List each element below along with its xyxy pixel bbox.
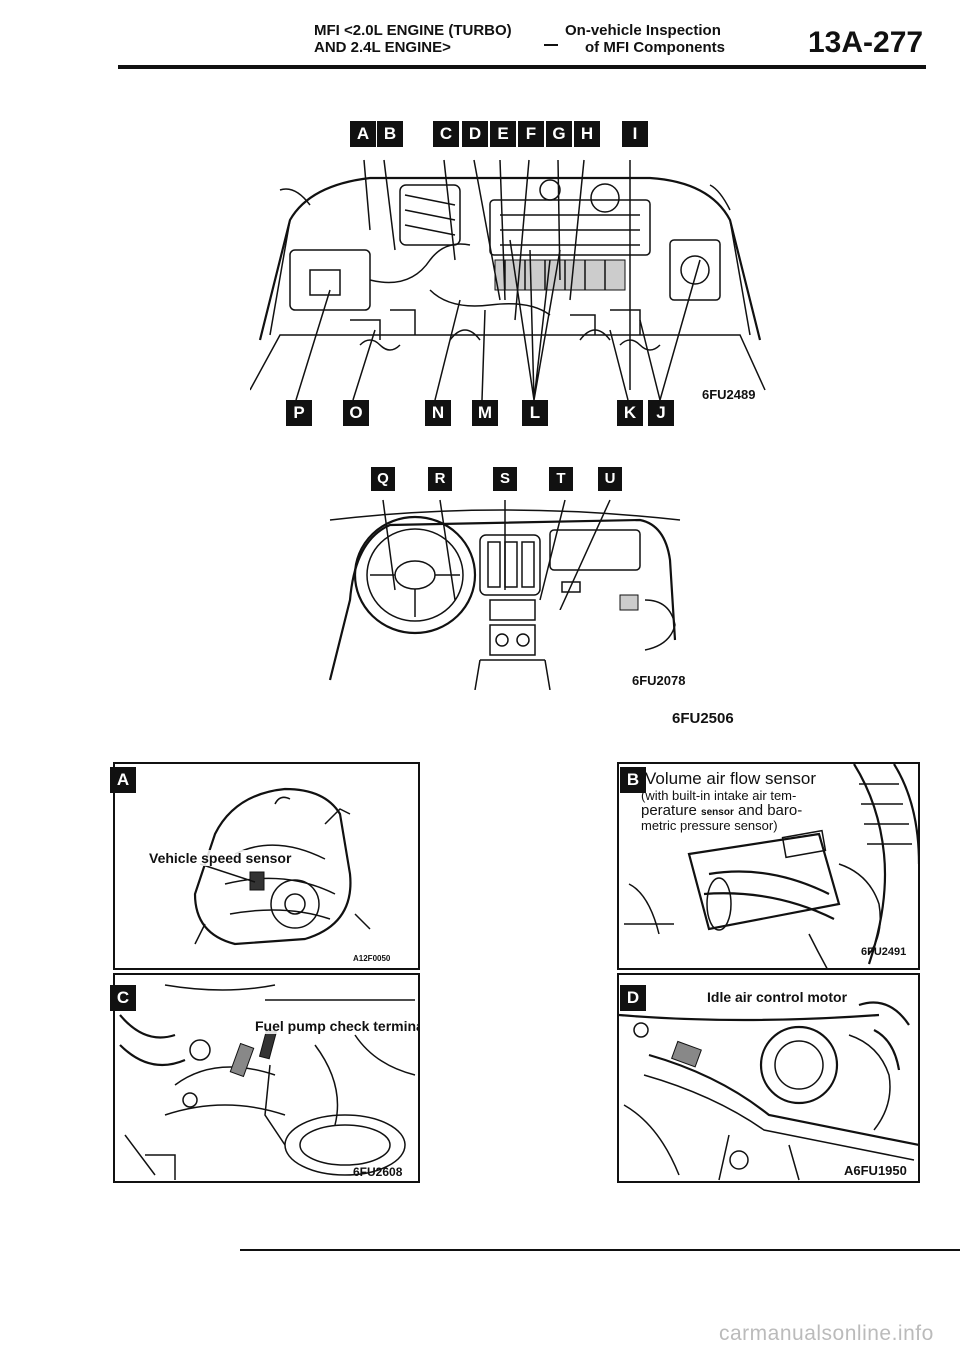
section-title-line1: MFI <2.0L ENGINE (TURBO) bbox=[314, 22, 512, 39]
engine-label-g: G bbox=[546, 121, 572, 147]
engine-figure-code: 6FU2489 bbox=[702, 387, 756, 402]
watermark-text: carmanualsonline.info bbox=[719, 1322, 934, 1345]
panel-d-badge: D bbox=[620, 985, 646, 1011]
group-figure-code: 6FU2506 bbox=[672, 710, 734, 727]
cabin-label-s: S bbox=[493, 467, 517, 491]
speed-sensor-leader bbox=[199, 863, 256, 883]
transaxle-drawing bbox=[193, 787, 371, 946]
panel-c-badge: C bbox=[110, 985, 136, 1011]
header-rule bbox=[118, 65, 926, 69]
fuel-pump-terminal-drawing bbox=[119, 984, 416, 1180]
engine-label-p: P bbox=[286, 400, 312, 426]
fuel-pump-check-terminal-label: Fuel pump check terminal bbox=[255, 1018, 418, 1034]
volume-air-flow-sensor-title: Volume air flow sensor bbox=[645, 769, 817, 788]
cabin-label-q: Q bbox=[371, 467, 395, 491]
airflow-note-baro: and baro- bbox=[738, 802, 803, 819]
engine-label-m: M bbox=[472, 400, 498, 426]
panel-d: Idle air control motor A6FU1950 bbox=[617, 973, 920, 1183]
panel-b-figure-code: 6FU2491 bbox=[861, 946, 907, 958]
panel-a-badge: A bbox=[110, 767, 136, 793]
engine-label-n: N bbox=[425, 400, 451, 426]
engine-label-i: I bbox=[622, 121, 648, 147]
engine-label-j: J bbox=[648, 400, 674, 426]
cabin-label-t: T bbox=[549, 467, 573, 491]
section-title-line2: AND 2.4L ENGINE> bbox=[314, 39, 451, 56]
engine-label-l: L bbox=[522, 400, 548, 426]
panel-a-figure-code: A12F0050 bbox=[353, 954, 391, 963]
panel-d-figure-code: A6FU1950 bbox=[844, 1163, 907, 1178]
engine-label-e: E bbox=[490, 121, 516, 147]
airflow-sensor-note-line3: metric pressure sensor) bbox=[641, 818, 778, 833]
topic-title-line1: On-vehicle Inspection bbox=[565, 22, 721, 39]
cabin-figure-code: 6FU2078 bbox=[632, 673, 686, 688]
page-number: 13A-277 bbox=[808, 26, 924, 59]
cabin-dashboard-drawing bbox=[328, 509, 681, 690]
airflow-note-perature: perature bbox=[641, 802, 697, 819]
vehicle-speed-sensor-label: Vehicle speed sensor bbox=[149, 850, 292, 866]
airflow-sensor-note-line1: (with built-in intake air tem- bbox=[641, 788, 797, 803]
footer-rule bbox=[240, 1249, 960, 1251]
engine-label-h: H bbox=[574, 121, 600, 147]
panel-b: Volume air flow sensor (with built-in in… bbox=[617, 762, 920, 970]
topic-title-line2: of MFI Components bbox=[585, 39, 725, 56]
airflow-note-sensor: sensor bbox=[701, 807, 734, 818]
engine-label-d: D bbox=[462, 121, 488, 147]
idle-air-control-motor-drawing bbox=[619, 1001, 918, 1181]
airflow-sensor-drawing bbox=[624, 764, 918, 968]
cabin-leader-lines bbox=[382, 499, 611, 610]
engine-label-c: C bbox=[433, 121, 459, 147]
panel-c-figure-code: 6FU2608 bbox=[353, 1165, 403, 1179]
header-dash bbox=[544, 44, 558, 46]
engine-label-f: F bbox=[518, 121, 544, 147]
idle-air-control-motor-label: Idle air control motor bbox=[707, 989, 848, 1005]
engine-label-b: B bbox=[377, 121, 403, 147]
engine-label-k: K bbox=[617, 400, 643, 426]
engine-label-o: O bbox=[343, 400, 369, 426]
cabin-label-r: R bbox=[428, 467, 452, 491]
cabin-label-u: U bbox=[598, 467, 622, 491]
engine-label-a: A bbox=[350, 121, 376, 147]
panel-c: Fuel pump check terminal 6FU2608 bbox=[113, 973, 420, 1183]
panel-b-badge: B bbox=[620, 767, 646, 793]
panel-a: Vehicle speed sensor A12F0050 bbox=[113, 762, 420, 970]
airflow-sensor-note-line2: perature sensor and baro- bbox=[641, 802, 803, 819]
engine-leader-lines bbox=[295, 159, 701, 401]
